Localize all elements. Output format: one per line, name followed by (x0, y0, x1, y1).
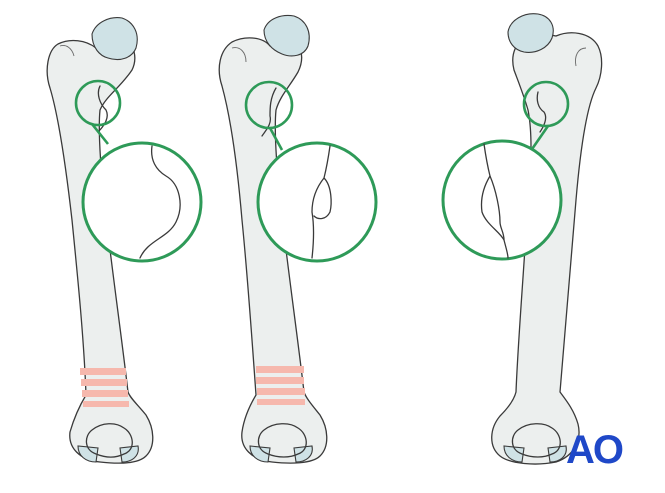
middle-shaft-markings (256, 366, 305, 405)
ao-logo-icon: AO (566, 428, 624, 472)
marking-band (82, 390, 128, 397)
right-femoral-head (507, 13, 554, 53)
middle-notch-line (261, 87, 277, 137)
left-condyle-left (77, 445, 99, 463)
middle-condyle-right (293, 445, 313, 463)
left-femur-outline (46, 35, 154, 464)
left-femoral-head (91, 17, 138, 61)
middle-femur-outline (218, 35, 328, 464)
left-shaft-markings (80, 368, 129, 407)
middle-small-zoom-circle (244, 80, 294, 130)
right-femur-outline (491, 32, 603, 465)
marking-band (80, 368, 126, 375)
middle-femur (218, 14, 378, 464)
middle-magnified-view (256, 141, 378, 263)
left-notch-line (97, 85, 108, 133)
left-femur (46, 17, 203, 464)
left-small-zoom-circle (74, 79, 122, 127)
right-small-zoom-circle (522, 80, 570, 128)
left-magnified-view (81, 141, 203, 263)
left-zoom-circle (81, 141, 203, 263)
marking-band (81, 379, 127, 386)
right-magnified-view (441, 139, 563, 261)
marking-band (257, 388, 305, 395)
right-zoom-circle (441, 139, 563, 261)
marking-band (256, 377, 304, 384)
right-femur (441, 13, 603, 465)
marking-band (257, 399, 305, 405)
right-condyle-right (547, 445, 567, 463)
right-condyle-left (503, 445, 525, 463)
left-condyle-right (119, 445, 139, 463)
middle-condyle-left (249, 445, 271, 463)
marking-band (256, 366, 304, 373)
middle-femoral-head (263, 14, 310, 57)
middle-zoom-circle (256, 141, 378, 263)
marking-band (83, 401, 129, 407)
